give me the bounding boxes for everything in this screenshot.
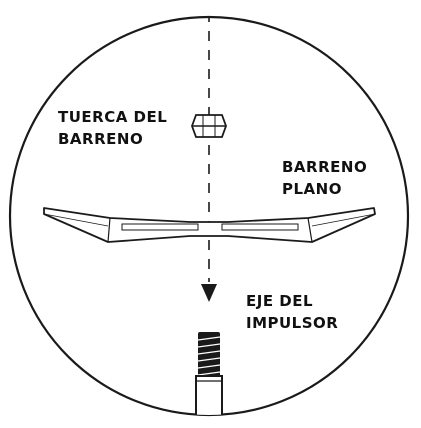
bit-label-line2: PLANO bbox=[282, 180, 342, 198]
flat-blade bbox=[43, 207, 376, 243]
shaft-label-line2: IMPULSOR bbox=[246, 314, 339, 332]
nut-label-line1: TUERCA DEL bbox=[58, 108, 168, 126]
down-arrow-icon bbox=[201, 284, 217, 302]
nut-label: TUERCA DEL BARRENO bbox=[58, 106, 167, 150]
nut-icon bbox=[191, 114, 227, 138]
shaft-label-line1: EJE DEL bbox=[246, 292, 314, 310]
bit-label-line1: BARRENO bbox=[282, 158, 368, 176]
shaft-label: EJE DEL IMPULSOR bbox=[246, 290, 338, 334]
bit-label: BARRENO PLANO bbox=[282, 156, 367, 200]
nut-label-line2: BARRENO bbox=[58, 130, 144, 148]
drive-shaft bbox=[195, 332, 223, 415]
